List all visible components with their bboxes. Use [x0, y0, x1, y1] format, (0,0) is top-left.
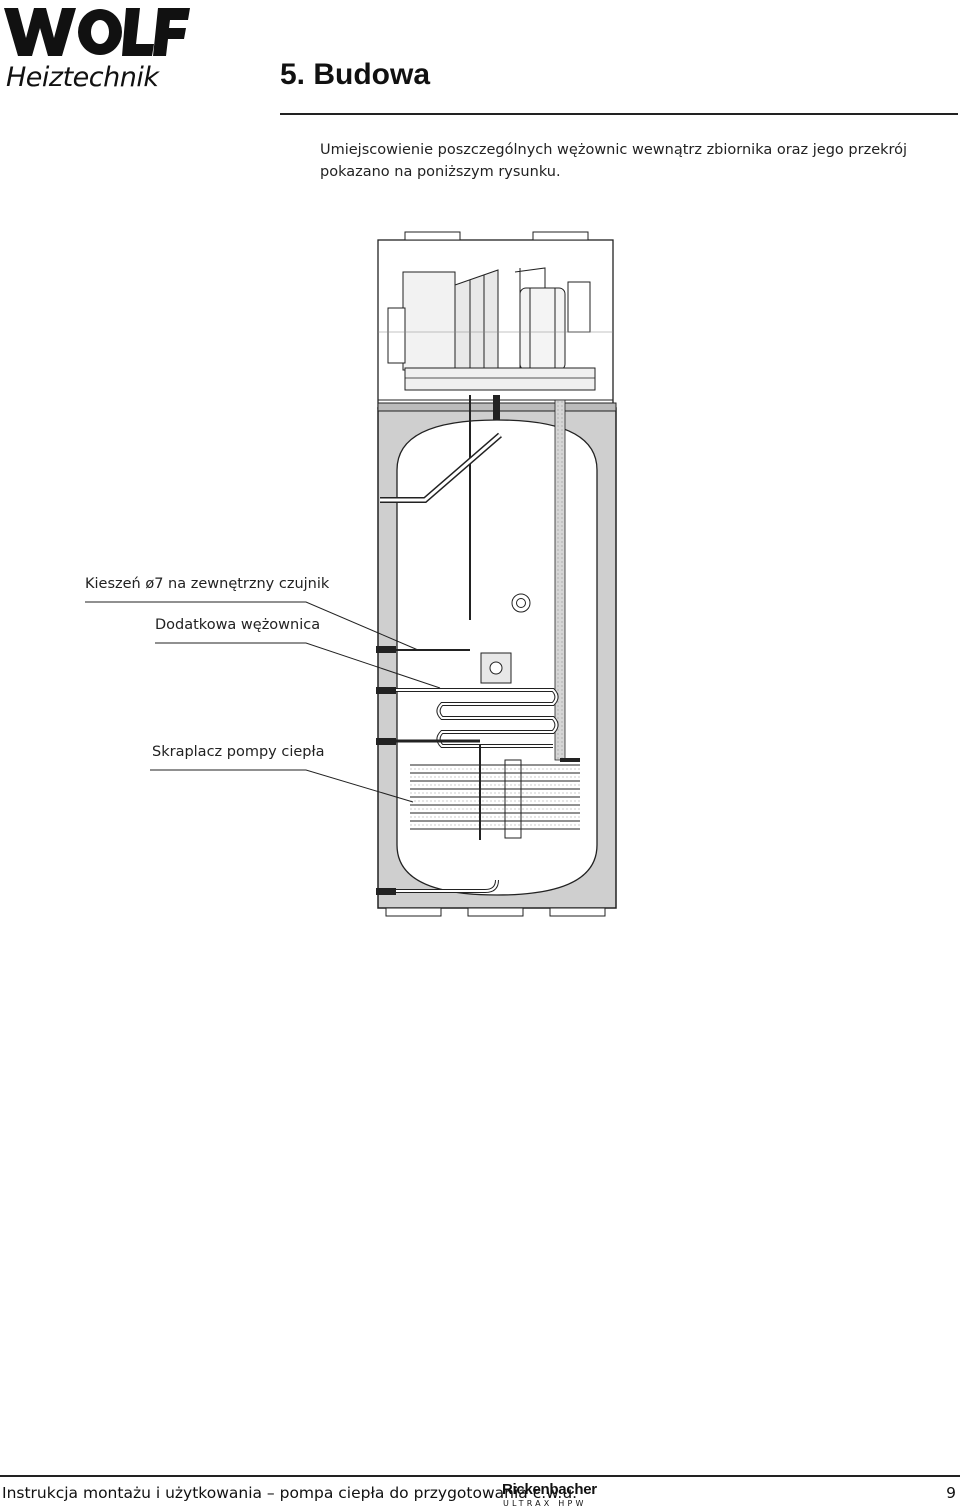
footer-manual-title: Instrukcja montażu i użytkowania – pompa… [2, 1484, 578, 1502]
tank-cross-section-drawing [376, 231, 617, 917]
section-title: 5. Budowa [280, 58, 431, 91]
wolf-logo: Heiztechnik [4, 6, 194, 94]
page-number: 9 [946, 1484, 956, 1502]
label-additional-coil: Dodatkowa wężownica [155, 617, 321, 633]
label-condenser: Skraplacz pompy ciepła [152, 744, 325, 760]
rickenbacher-logo: Rickenbacher ULTRAX HPW [502, 1480, 597, 1510]
label-sensor-pocket: Kieszeń ø7 na zewnętrzny czujnik [85, 576, 330, 592]
logo-subtitle: Heiztechnik [6, 62, 159, 93]
header-divider [280, 113, 958, 115]
brand-name: Rickenbacher [502, 1481, 597, 1498]
footer-divider [0, 1475, 960, 1477]
intro-paragraph: Umiejscowienie poszczególnych wężownic w… [320, 142, 908, 180]
brand-subtitle: ULTRAX HPW [503, 1499, 587, 1508]
wolf-wordmark [4, 8, 190, 56]
